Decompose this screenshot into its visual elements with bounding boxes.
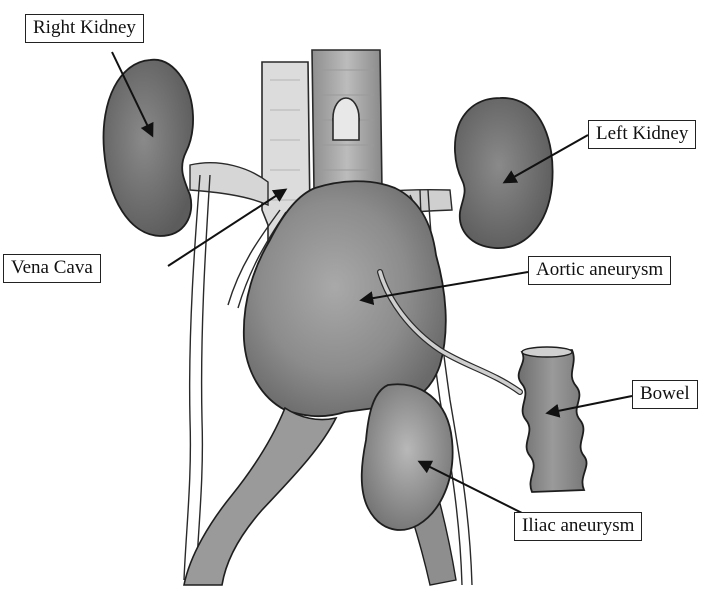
bowel-opening <box>522 347 572 357</box>
label-iliac-aneurysm: Iliac aneurysm <box>514 512 642 541</box>
right-renal-vein <box>190 163 268 205</box>
right-kidney <box>103 60 193 236</box>
label-vena-cava: Vena Cava <box>3 254 101 283</box>
bowel <box>519 350 587 492</box>
aorta <box>312 50 382 190</box>
label-aortic-aneurysm: Aortic aneurysm <box>528 256 671 285</box>
label-bowel: Bowel <box>632 380 698 409</box>
label-left-kidney: Left Kidney <box>588 120 696 149</box>
iliac-artery <box>184 408 336 585</box>
label-right-kidney: Right Kidney <box>25 14 144 43</box>
left-kidney <box>455 98 553 248</box>
